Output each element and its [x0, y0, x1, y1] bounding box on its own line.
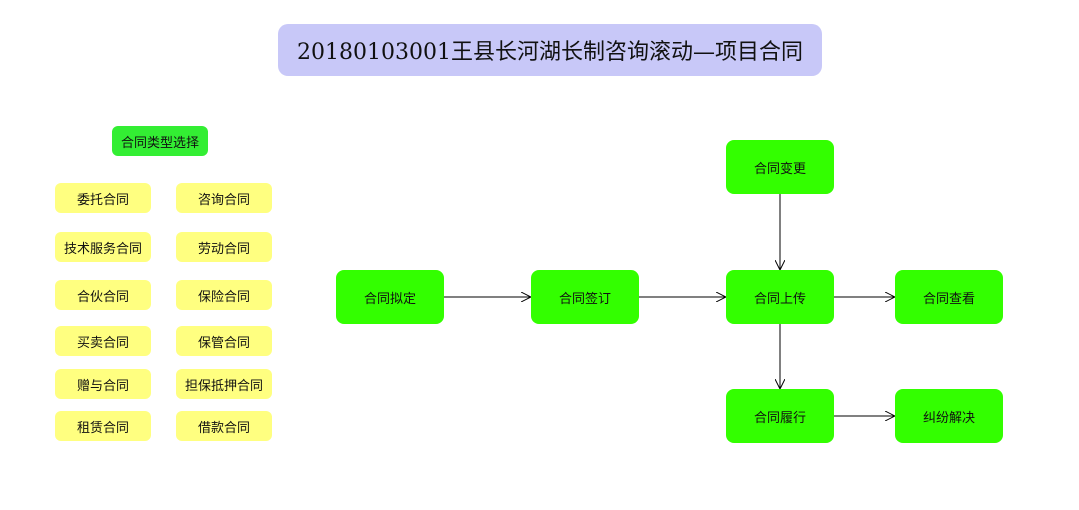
node-contract-draft[interactable]: 合同拟定 — [336, 270, 444, 324]
type-button-entrust[interactable]: 委托合同 — [55, 183, 151, 213]
type-button-lease[interactable]: 租赁合同 — [55, 411, 151, 441]
type-button-labor[interactable]: 劳动合同 — [176, 232, 272, 262]
node-dispute-resolution[interactable]: 纠纷解决 — [895, 389, 1003, 443]
type-button-consulting[interactable]: 咨询合同 — [176, 183, 272, 213]
page-title: 20180103001王县长河湖长制咨询滚动—项目合同 — [278, 24, 822, 76]
node-contract-change[interactable]: 合同变更 — [726, 140, 834, 194]
type-button-guarantee[interactable]: 担保抵押合同 — [176, 369, 272, 399]
node-contract-perform[interactable]: 合同履行 — [726, 389, 834, 443]
node-contract-upload[interactable]: 合同上传 — [726, 270, 834, 324]
type-button-loan[interactable]: 借款合同 — [176, 411, 272, 441]
type-button-insurance[interactable]: 保险合同 — [176, 280, 272, 310]
type-button-tech-service[interactable]: 技术服务合同 — [55, 232, 151, 262]
type-button-sale[interactable]: 买卖合同 — [55, 326, 151, 356]
type-button-partnership[interactable]: 合伙合同 — [55, 280, 151, 310]
node-contract-sign[interactable]: 合同签订 — [531, 270, 639, 324]
type-button-custody[interactable]: 保管合同 — [176, 326, 272, 356]
type-button-gift[interactable]: 赠与合同 — [55, 369, 151, 399]
contract-type-header: 合同类型选择 — [112, 126, 208, 156]
node-contract-view[interactable]: 合同查看 — [895, 270, 1003, 324]
